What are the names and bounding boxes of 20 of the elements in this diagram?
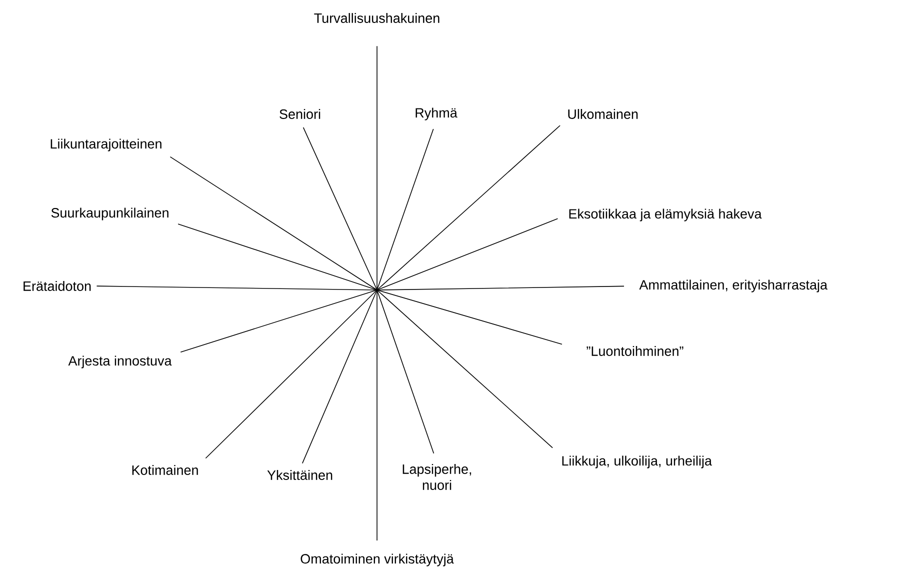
label: Eksotiikkaa ja elämyksiä hakeva [569, 208, 762, 222]
label: Liikkuja, ulkoilija, urheilija [562, 456, 712, 468]
label: ”Luontoihminen” [586, 346, 684, 356]
label: Ammattilainen, erityisharrastaja [639, 280, 828, 292]
label: Ryhmä [416, 108, 458, 120]
label: Arjesta innostuva [68, 356, 172, 368]
label: Lapsiperhe, nuori [402, 464, 472, 490]
label: Seniori [280, 109, 320, 119]
line [376, 46, 378, 541]
label: Suurkaupunkilainen [51, 208, 168, 220]
label: Yksittäinen [267, 470, 332, 480]
label: Liikuntarajoitteinen [50, 138, 162, 152]
label: Omatoiminen virkistäytyjä [300, 554, 454, 566]
line [170, 156, 553, 448]
line [205, 125, 560, 459]
label: Kotimainen [132, 465, 198, 475]
label: Turvallisuushakuinen [314, 13, 440, 23]
line [96, 286, 624, 290]
label: Ulkomainen [568, 109, 638, 119]
label: Erätaidoton [24, 281, 91, 291]
